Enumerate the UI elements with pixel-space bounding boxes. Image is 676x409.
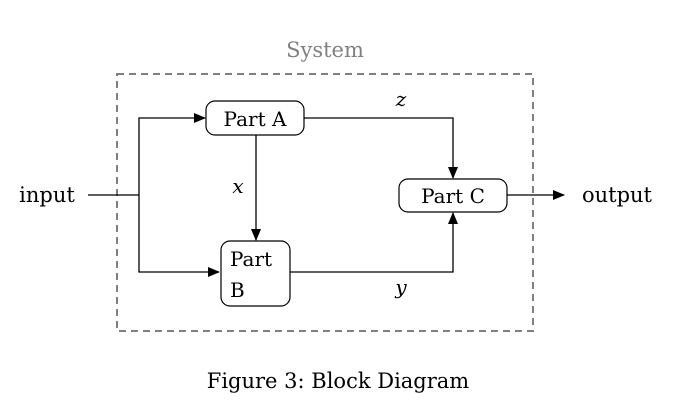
input-to-part-a-arrow — [138, 113, 206, 195]
signal-z-label: z — [395, 87, 407, 111]
part-c-label: Part C — [421, 184, 485, 208]
part-a-to-part-c-arrow — [304, 117, 458, 179]
system-title: System — [286, 38, 364, 62]
part-c-block — [398, 178, 508, 213]
part-b-label-line2: B — [230, 278, 245, 302]
part-a-label: Part A — [224, 107, 287, 131]
part-b-block — [220, 240, 291, 307]
figure-caption: Figure 3: Block Diagram — [207, 369, 470, 393]
input-to-part-b-arrow — [138, 195, 220, 277]
signal-y-label: y — [394, 275, 407, 299]
part-a-block — [205, 100, 305, 136]
signal-x-label: x — [232, 174, 243, 198]
part-b-label-line1: Part — [230, 247, 272, 271]
output-label: output — [582, 183, 653, 207]
system-boundary — [116, 73, 534, 332]
part-b-to-part-c-arrow — [290, 212, 458, 273]
input-label: input — [19, 183, 75, 207]
